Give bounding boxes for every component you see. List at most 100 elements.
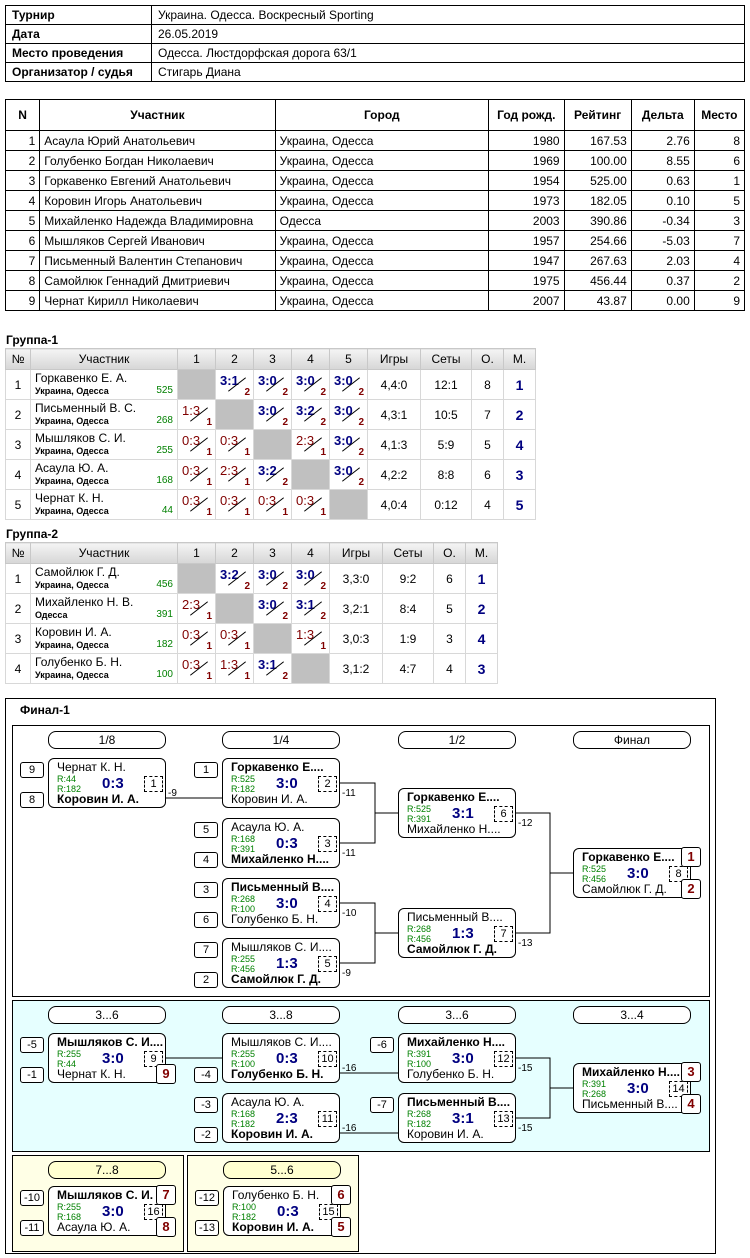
match-score: 1:3 — [276, 955, 298, 972]
match-rating-2: R:182 — [231, 784, 256, 794]
match-player-2: Голубенко Б. Н. — [231, 912, 319, 926]
group-games: 4,4:0 — [367, 369, 421, 400]
match-score: 3:0 — [627, 1080, 649, 1097]
loser-ref: -15 — [518, 1123, 533, 1134]
match-player-2: Письменный В.... — [582, 1097, 678, 1111]
match-player-1: Мышляков С. И.... — [231, 940, 332, 954]
score-points: 1 — [206, 477, 212, 488]
group-place: 3 — [503, 459, 536, 490]
self-cell — [177, 369, 216, 400]
participants-cell: 2007 — [487, 290, 565, 311]
score-value: 3:0 — [334, 373, 353, 388]
participant-city: Украина, Одесса — [35, 445, 109, 456]
score-points: 1 — [206, 417, 212, 428]
match-score: 3:1 — [452, 805, 474, 822]
match-rating-1: R:255 — [231, 954, 256, 964]
group-place-value: 5 — [515, 496, 524, 513]
final-place-bottom: 9 — [156, 1064, 176, 1084]
match-player-1: Голубенко Б. Н. — [232, 1188, 320, 1202]
participants-cell: Украина, Одесса — [274, 250, 489, 271]
group-games: 4,0:4 — [367, 489, 421, 520]
score-value: 3:2 — [296, 403, 315, 418]
group-games: 4,3:1 — [367, 399, 421, 430]
participant-rating: 168 — [156, 475, 173, 486]
match-player-1: Письменный В.... — [407, 910, 503, 924]
score-value: 0:3 — [220, 433, 239, 448]
match-player-1: Асаула Ю. А. — [231, 1095, 305, 1109]
participants-cell: 9 — [693, 290, 746, 311]
score-value: 3:1 — [220, 373, 239, 388]
participants-cell: 267.63 — [563, 250, 632, 271]
match-player-1: Горкавенко Е.... — [231, 760, 324, 774]
participant-rating: 456 — [156, 579, 173, 590]
loser-ref: -11 — [342, 848, 356, 859]
participants-cell: Украина, Одесса — [274, 150, 489, 171]
participant-city: Украина, Одесса — [35, 475, 109, 486]
participant-rating: 100 — [156, 669, 173, 680]
match-player-2: Коровин И. А. — [407, 1127, 484, 1141]
participants-cell: 3 — [693, 210, 746, 231]
round-label: 3...8 — [222, 1006, 340, 1024]
score-value: 3:0 — [334, 403, 353, 418]
score-points: 1 — [320, 507, 326, 518]
match-number: 15 — [319, 1204, 338, 1220]
group-games: 3,0:3 — [329, 623, 383, 654]
group-place-value: 3 — [477, 660, 486, 677]
score-points: 2 — [282, 671, 288, 682]
group-header: 5 — [329, 348, 368, 370]
participants-cell: Украина, Одесса — [274, 190, 489, 211]
group-row-number: 5 — [5, 489, 31, 520]
participants-cell: 1980 — [487, 130, 565, 151]
match-rating-2: R:168 — [57, 1212, 82, 1222]
seed-bottom: -2 — [194, 1127, 218, 1143]
group-place: 5 — [503, 489, 536, 520]
info-value: Стигарь Диана — [151, 62, 745, 82]
match-player-2: Михайленко Н.... — [407, 822, 501, 836]
score-value: 3:0 — [334, 433, 353, 448]
match-number: 2 — [318, 776, 337, 792]
score-value: 0:3 — [182, 433, 201, 448]
match-player-2: Чернат К. Н. — [57, 1067, 126, 1081]
score-points: 2 — [320, 581, 326, 592]
match-player-1: Письменный В.... — [231, 880, 335, 894]
score-value: 0:3 — [220, 627, 239, 642]
score-value: 3:0 — [258, 403, 277, 418]
match-number: 3 — [318, 836, 337, 852]
match-player-2: Коровин И. А. — [231, 1127, 313, 1141]
match-number: 1 — [144, 776, 163, 792]
match-rating-1: R:268 — [231, 894, 256, 904]
group-points: 6 — [433, 563, 466, 594]
group-header: Игры — [329, 542, 383, 564]
participants-header: Дельта — [630, 99, 695, 131]
match-rating-2: R:100 — [231, 1059, 256, 1069]
self-cell — [215, 593, 254, 624]
participant-city: Одесса — [35, 609, 68, 620]
loser-ref: -15 — [518, 1063, 533, 1074]
match-player-1: Мышляков С. И.... — [57, 1035, 164, 1049]
group-header: Сеты — [420, 348, 472, 370]
match-player-2: Коровин И. А. — [231, 792, 308, 806]
score-points: 2 — [282, 477, 288, 488]
